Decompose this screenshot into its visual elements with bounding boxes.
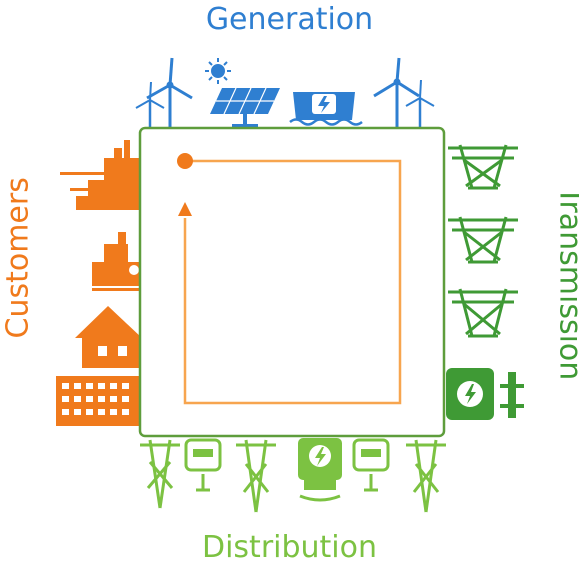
energy-flow-path bbox=[183, 159, 402, 405]
meter-icon bbox=[352, 438, 390, 492]
house-icon bbox=[75, 306, 142, 368]
wind-turbine-icon bbox=[146, 57, 193, 128]
distribution-pole-icon bbox=[236, 439, 276, 513]
generation-label: Generation bbox=[205, 2, 374, 37]
solar-panel-icon bbox=[210, 87, 280, 128]
flow-arrowhead bbox=[178, 202, 192, 216]
wind-turbine-icon bbox=[135, 81, 165, 128]
substation-icon bbox=[446, 368, 524, 420]
distribution-pole-icon bbox=[406, 439, 446, 513]
meter-icon bbox=[184, 438, 222, 492]
substation-icon bbox=[298, 438, 342, 502]
distribution-label: Distribution bbox=[201, 530, 378, 565]
wind-turbine-icon bbox=[405, 79, 435, 128]
wind-turbine-icon bbox=[373, 57, 420, 128]
sun-icon bbox=[205, 58, 231, 84]
factory-icon bbox=[92, 232, 142, 291]
transmission-tower-icon bbox=[448, 288, 518, 338]
office-building-icon bbox=[56, 376, 142, 426]
transmission-tower-icon bbox=[448, 144, 518, 190]
city-skyline-icon bbox=[60, 140, 142, 210]
flow-start-dot bbox=[177, 153, 193, 169]
central-frame bbox=[138, 126, 446, 438]
distribution-pole-icon bbox=[140, 439, 180, 509]
hydro-dam-icon bbox=[289, 92, 363, 126]
transmission-tower-icon bbox=[448, 216, 518, 264]
